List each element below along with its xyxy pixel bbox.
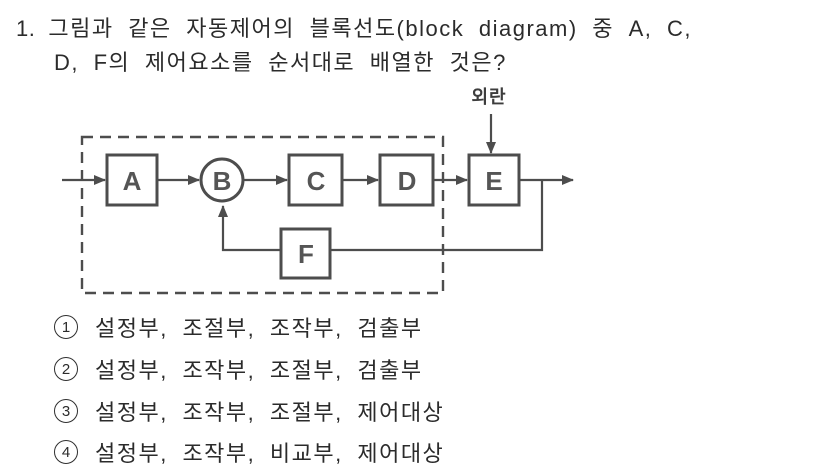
feedback-wire-to-b — [218, 205, 281, 252]
choice-text-2: 설정부, 조작부, 조절부, 검출부 — [95, 358, 423, 383]
block-E — [467, 153, 521, 207]
question-text-line1: 그림과 같은 자동제어의 블록선도(block diagram) 중 A, C, — [48, 16, 693, 41]
feedback-wire-right — [330, 180, 544, 252]
block-D — [378, 153, 435, 207]
summing-circle-B — [199, 157, 245, 203]
choice-option-1[interactable]: 1 설정부, 조절부, 조작부, 검출부 — [54, 313, 423, 341]
choice-marker-4: 4 — [54, 440, 78, 464]
block-diagram: 외란 A B C D E F — [62, 87, 574, 295]
question-line-1: 1. 그림과 같은 자동제어의 블록선도(block diagram) 중 A, … — [16, 11, 692, 43]
choice-marker-2: 2 — [54, 357, 78, 381]
block-F — [279, 227, 332, 280]
block-B-label: B — [213, 166, 232, 196]
choice-option-2[interactable]: 2 설정부, 조작부, 조절부, 검출부 — [54, 355, 423, 383]
block-A-label: A — [123, 166, 142, 196]
choice-option-3[interactable]: 3 설정부, 조작부, 조절부, 제어대상 — [54, 397, 444, 425]
choice-text-1: 설정부, 조절부, 조작부, 검출부 — [95, 316, 423, 341]
block-E-label: E — [485, 166, 502, 196]
choice-marker-1: 1 — [54, 315, 78, 339]
choice-text-3: 설정부, 조작부, 조절부, 제어대상 — [95, 400, 445, 425]
block-F-label: F — [298, 239, 314, 269]
block-C — [287, 153, 344, 207]
block-A — [105, 153, 159, 207]
dashed-boundary-box — [80, 135, 445, 295]
disturbance-label: 외란 — [471, 87, 506, 107]
block-C-label: C — [307, 166, 326, 196]
choice-marker-3: 3 — [54, 399, 78, 423]
choice-option-4[interactable]: 4 설정부, 조작부, 비교부, 제어대상 — [54, 438, 444, 466]
question-text-line2: D, F의 제어요소를 순서대로 배열한 것은? — [54, 50, 507, 75]
question-number: 1. — [16, 16, 36, 41]
choice-text-4: 설정부, 조작부, 비교부, 제어대상 — [95, 441, 445, 466]
block-D-label: D — [398, 166, 417, 196]
